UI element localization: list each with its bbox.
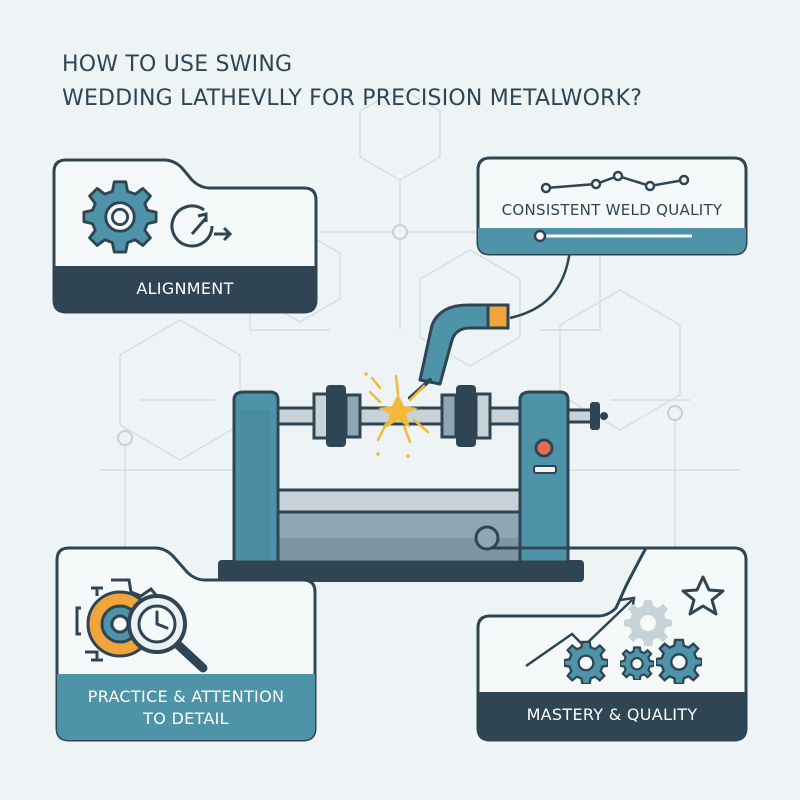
card-mastery: MASTERY & QUALITY [476,546,748,742]
torch-cable [509,249,572,320]
gear-icon [564,640,608,684]
gear-icon [656,638,702,684]
card-weld-quality: CONSISTENT WELD QUALITY [476,156,748,256]
spark-icon [364,372,430,458]
gear-icon [620,646,654,680]
clock-icon [137,604,177,644]
card-weld-quality-label: CONSISTENT WELD QUALITY [501,201,723,219]
title-line-2: WEDDING LATHEVLLY FOR PRECISION METALWOR… [62,86,643,111]
card-practice: PRACTICE & ATTENTION TO DETAIL [55,546,317,742]
gear-icon [82,180,158,254]
card-alignment-label: ALIGNMENT [136,279,234,298]
rotation-arrow-icon [170,204,233,248]
welding-torch-icon [408,303,510,400]
card-alignment: ALIGNMENT [52,158,318,314]
gear-icon [624,600,672,646]
card-practice-label: PRACTICE & ATTENTION TO DETAIL [57,680,315,736]
page-title: HOW TO USE SWING WEDDING LATHEVLLY FOR P… [62,48,642,116]
card-practice-label-line-1: PRACTICE & ATTENTION [87,687,285,706]
trend-line-icon [540,170,690,194]
magnifier-icon [127,594,208,673]
card-practice-label-line-2: TO DETAIL [143,709,229,728]
slider-icon [533,229,692,243]
star-icon [681,575,725,616]
card-mastery-label: MASTERY & QUALITY [526,705,698,724]
title-line-1: HOW TO USE SWING [62,52,293,77]
